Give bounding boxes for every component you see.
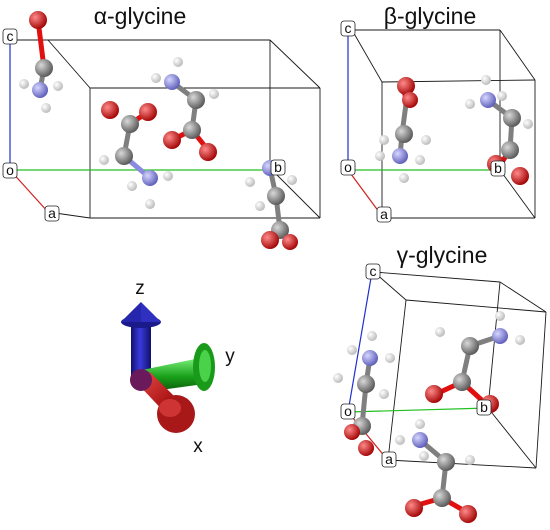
gamma-molecules	[333, 311, 525, 523]
gamma-b-label: b	[480, 399, 488, 415]
alpha-glycine-panel: α-glycine	[2, 3, 321, 250]
beta-glycine-panel: β-glycine	[340, 3, 536, 223]
gamma-glycine-title: γ-glycine	[397, 242, 488, 268]
beta-cell-labels: c o a b	[340, 20, 506, 223]
gamma-c-label: c	[370, 263, 377, 279]
z-axis-arrow	[131, 322, 151, 384]
z-axis-label: z	[135, 278, 145, 299]
beta-unit-cell	[347, 29, 536, 219]
alpha-cell-labels: c o a b	[2, 28, 286, 222]
gamma-glycine-panel: γ-glycine	[333, 242, 547, 523]
beta-b-label: b	[494, 160, 502, 176]
beta-glycine-title: β-glycine	[384, 3, 476, 29]
beta-origin-label: o	[344, 159, 352, 175]
x-axis-label: x	[193, 436, 203, 457]
alpha-a-label: a	[48, 205, 56, 221]
gamma-a-label: a	[385, 451, 393, 467]
gamma-origin-label: o	[344, 403, 352, 419]
alpha-b-label: b	[274, 159, 282, 175]
beta-c-label: c	[345, 20, 352, 36]
beta-a-label: a	[380, 206, 388, 222]
y-axis-label: y	[225, 346, 235, 367]
gamma-cell-labels: c o a b	[340, 263, 492, 468]
alpha-origin-label: o	[6, 162, 14, 178]
alpha-glycine-title: α-glycine	[94, 3, 187, 29]
gamma-unit-cell	[347, 271, 547, 469]
alpha-c-label: c	[7, 28, 14, 44]
axes-triad: z y x	[121, 278, 235, 457]
alpha-molecules	[19, 11, 298, 250]
beta-molecules	[375, 75, 533, 185]
